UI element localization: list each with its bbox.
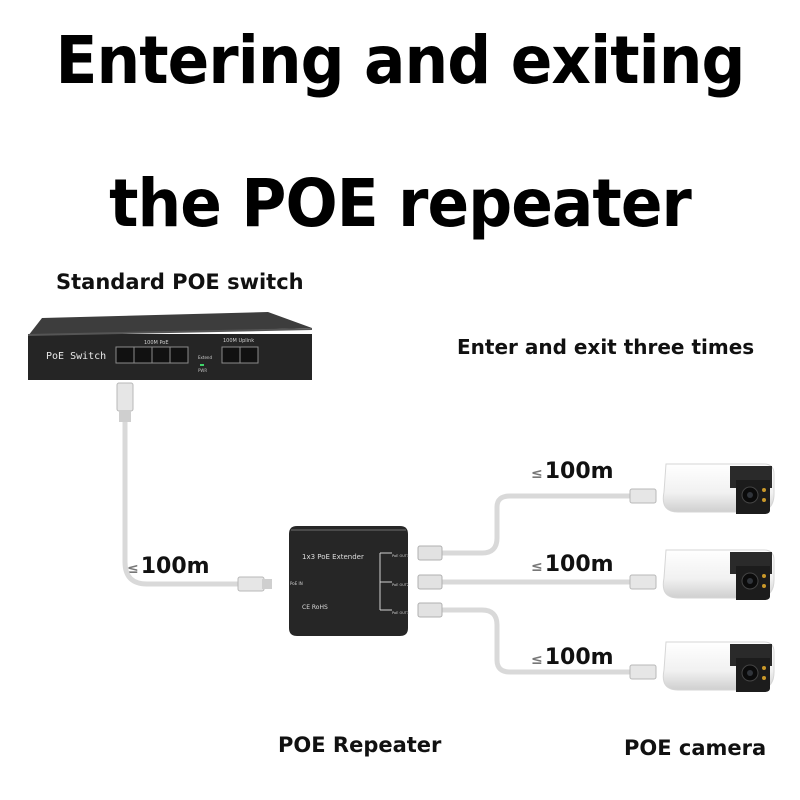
- poe-switch-device: PoE Switch 100M PoE 100M Uplink Extend P…: [28, 312, 312, 380]
- distance-input: ≤100m: [127, 554, 210, 579]
- rj45-repeater-out2: [417, 574, 443, 590]
- distance-out2: ≤100m: [531, 552, 614, 577]
- poe-camera-1: [662, 463, 775, 514]
- rj45-repeater-out3: [417, 602, 443, 618]
- svg-text:PoE OUT2: PoE OUT2: [392, 583, 409, 587]
- switch-uplink-label: 100M Uplink: [223, 338, 254, 344]
- switch-led-label: PWR: [198, 368, 207, 373]
- rj45-switch-end: [116, 382, 134, 422]
- rj45-camera2: [629, 574, 657, 590]
- switch-label: Standard POE switch: [56, 270, 304, 294]
- diagram-title-line2: the POE repeater: [109, 165, 692, 242]
- camera-label: POE camera: [624, 736, 767, 760]
- repeater-label: POE Repeater: [278, 733, 442, 757]
- switch-poe-ports-label: 100M PoE: [144, 340, 169, 346]
- rj45-camera1: [629, 488, 657, 504]
- times-label: Enter and exit three times: [457, 335, 755, 359]
- switch-extend-label: Extend: [198, 355, 212, 360]
- diagram-title-line1: Entering and exiting: [55, 22, 745, 99]
- poe-camera-2: [662, 549, 775, 600]
- cable-out1: [440, 493, 632, 556]
- repeater-cert-label: CE RoHS: [302, 604, 328, 611]
- rj45-repeater-in: [237, 576, 272, 592]
- rj45-camera3: [629, 664, 657, 680]
- poe-camera-3: [662, 641, 775, 692]
- distance-out1: ≤100m: [531, 459, 614, 484]
- switch-led: [200, 364, 204, 366]
- svg-text:PoE OUT3: PoE OUT3: [392, 611, 409, 615]
- switch-name: PoE Switch: [46, 351, 106, 362]
- poe-repeater-device: 1x3 PoE Extender PoE IN CE RoHS PoE OUT1…: [289, 526, 409, 636]
- repeater-name: 1x3 PoE Extender: [302, 553, 364, 561]
- distance-out3: ≤100m: [531, 645, 614, 670]
- repeater-in-label: PoE IN: [290, 581, 303, 586]
- switch-port-group: [115, 346, 259, 364]
- rj45-repeater-out1: [417, 545, 443, 561]
- svg-text:PoE OUT1: PoE OUT1: [392, 554, 409, 558]
